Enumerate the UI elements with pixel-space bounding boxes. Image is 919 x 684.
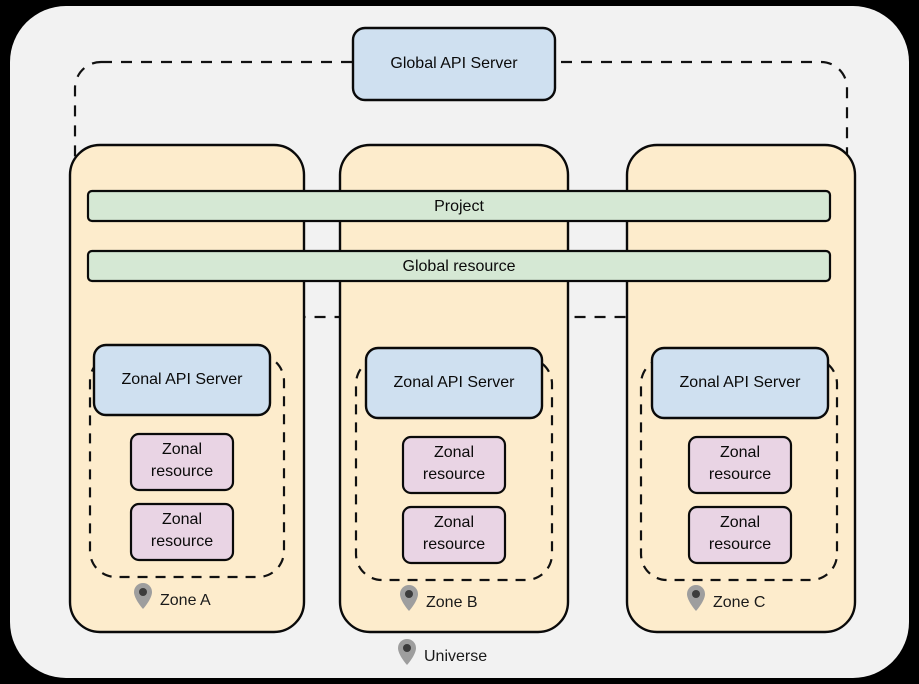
zone-b-label: Zone B — [426, 594, 478, 611]
zone-a-map-pin-icon — [134, 583, 152, 609]
zone-c-map-pin-icon — [687, 585, 705, 611]
zone-b-resource-2-label-line1: Zonal — [434, 514, 474, 531]
zone-c-resource-2-label-line1: Zonal — [720, 514, 760, 531]
global-resource-bar-label: Global resource — [403, 258, 516, 275]
zone-b-api-server-box[interactable] — [364, 346, 544, 420]
zone-c-api-server-box[interactable] — [650, 346, 830, 420]
global-bars-group: Project Global resource — [86, 189, 832, 283]
zone-a-resource-1-label-line1: Zonal — [162, 441, 202, 458]
zone-b-api-server-label: Zonal API Server — [394, 374, 516, 391]
zone-a-resource-2-label-line1: Zonal — [162, 511, 202, 528]
zone-b-resource-1-label-line1: Zonal — [434, 444, 474, 461]
zone-c-api-server-label: Zonal API Server — [680, 374, 802, 391]
universe-label: Universe — [424, 648, 487, 665]
global-api-server-box[interactable] — [351, 26, 557, 102]
zone-a-resource-1-label-line2: resource — [151, 463, 213, 480]
zone-c-resource-1-label-line2: resource — [709, 466, 771, 483]
zone-b-resource-2-box[interactable] — [401, 505, 507, 565]
zone-a-resource-2-box[interactable] — [129, 502, 235, 562]
project-bar-label: Project — [434, 198, 484, 215]
global-api-server-label: Global API Server — [390, 55, 518, 72]
project-bar[interactable] — [86, 189, 832, 223]
zone-c-contents: Zonal API Server Zonal resource Zonal re… — [650, 346, 830, 611]
zone-a-label: Zone A — [160, 592, 211, 609]
global-resource-bar[interactable] — [86, 249, 832, 283]
universe-map-pin-icon — [398, 639, 416, 665]
zone-b-resource-1-label-line2: resource — [423, 466, 485, 483]
universe-label-group: Universe — [398, 639, 487, 665]
zone-a-resource-2-label-line2: resource — [151, 533, 213, 550]
zone-a-resource-1-box[interactable] — [129, 432, 235, 492]
zone-a-api-server-box[interactable] — [92, 343, 272, 417]
zone-c-label: Zone C — [713, 594, 765, 611]
zone-b-resource-1-box[interactable] — [401, 435, 507, 495]
zone-b-contents: Zonal API Server Zonal resource Zonal re… — [364, 346, 544, 611]
zone-b-resource-2-label-line2: resource — [423, 536, 485, 553]
zone-b-map-pin-icon — [400, 585, 418, 611]
zone-c-resource-2-label-line2: resource — [709, 536, 771, 553]
zone-a-api-server-label: Zonal API Server — [122, 371, 244, 388]
zone-c-resource-1-label-line1: Zonal — [720, 444, 760, 461]
global-api-server[interactable]: Global API Server — [351, 26, 557, 102]
zone-c-resource-2-box[interactable] — [687, 505, 793, 565]
zone-c-resource-1-box[interactable] — [687, 435, 793, 495]
zone-a-contents: Zonal API Server Zonal resource Zonal re… — [92, 343, 272, 609]
